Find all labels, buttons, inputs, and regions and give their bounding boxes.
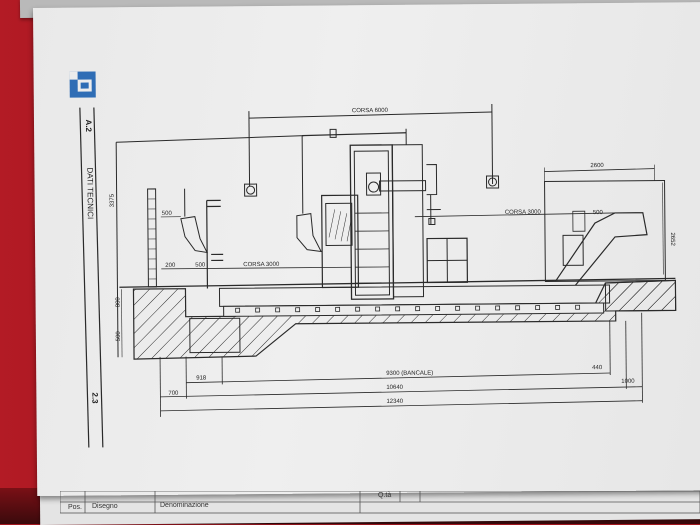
title-block: Pos. Disegno Denominazione Q.tà — [60, 491, 700, 517]
dim-918: 918 — [196, 375, 207, 381]
dim-right-stroke: CORSA 3000 — [505, 210, 542, 216]
dim-10640: 10640 — [386, 385, 403, 391]
section-code: A.2 — [84, 119, 93, 132]
dim-pit-upper: 800 — [116, 297, 122, 308]
company-logo-icon — [70, 71, 96, 97]
drawing-sheet: A.2 DATI TECNICI 2.3 CORSA 6000 3375 500 — [33, 2, 700, 496]
dim-pit-lower: 500 — [116, 331, 122, 342]
dim-440: 440 — [592, 365, 603, 371]
dim-chip-offset: 500 — [162, 211, 173, 217]
drawing-label: Disegno — [92, 503, 118, 510]
dim-left-stroke: CORSA 3000 — [243, 262, 280, 268]
dim-conveyor-height: 2652 — [669, 232, 675, 246]
pos-label: Pos. — [68, 504, 82, 511]
section-title: DATI TECNICI — [85, 167, 94, 219]
dim-left-500: 500 — [195, 263, 206, 269]
tool-head-icon — [245, 184, 257, 196]
dim-left-height: 3375 — [110, 193, 116, 207]
denomination-label: Denominazione — [160, 502, 209, 509]
dim-12340: 12340 — [386, 399, 403, 405]
dim-top-stroke: CORSA 6000 — [352, 108, 389, 114]
dim-conveyor-width: 2600 — [590, 163, 604, 169]
dim-bed-length: 9300 (BANCALE) — [386, 371, 433, 377]
dim-1000: 1000 — [621, 379, 635, 385]
dim-700: 700 — [168, 391, 179, 397]
technical-drawing: A.2 DATI TECNICI 2.3 CORSA 6000 3375 500 — [33, 2, 700, 496]
dim-left-200: 200 — [165, 263, 176, 269]
qty-label: Q.tà — [378, 492, 391, 499]
page-number: 2.3 — [90, 392, 99, 404]
